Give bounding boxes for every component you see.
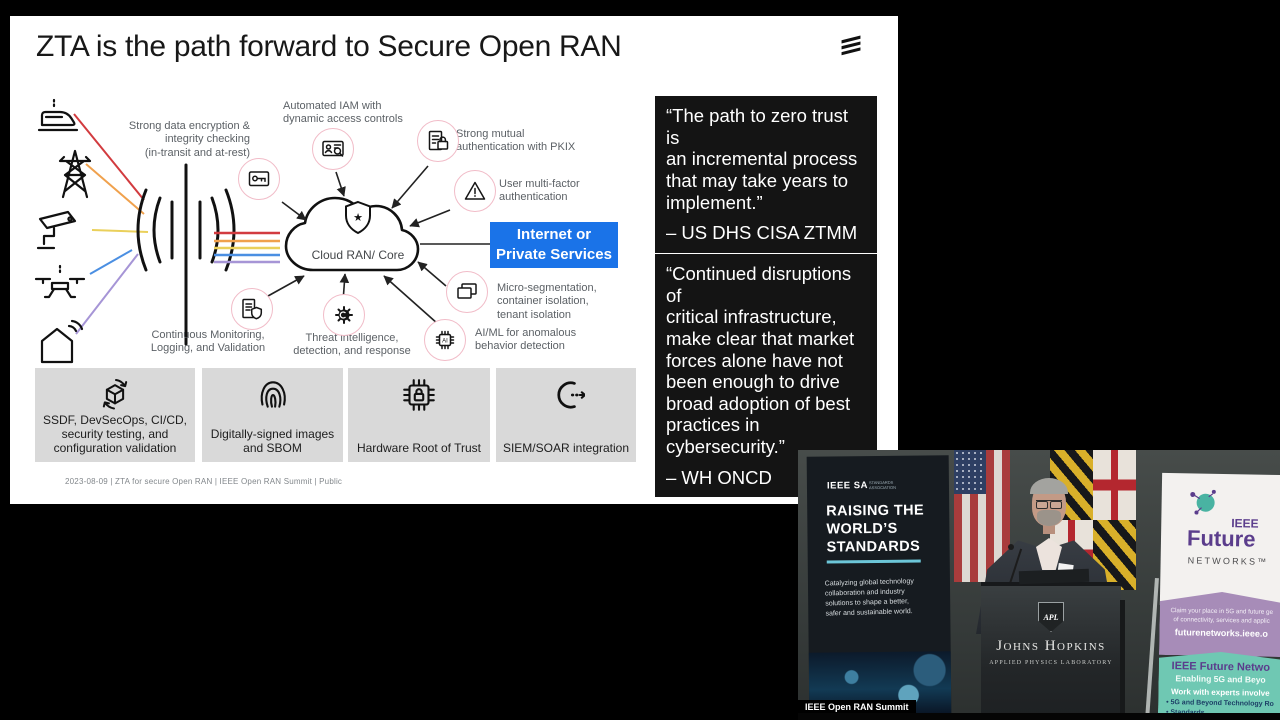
pillar-signed-images: Digitally-signed images and SBOM [202, 368, 343, 462]
banner-body-text: Catalyzing global technology collaborati… [824, 578, 914, 618]
speaker-glasses [1036, 500, 1062, 509]
label-aiml: AI/ML for anomalous behavior detection [475, 327, 577, 353]
shield-star-icon: ★ [353, 211, 363, 224]
banner-purple-band: Claim your place in 5G and future ge of … [1159, 591, 1280, 657]
ieee-sa-logo: IEEE SA [826, 480, 869, 492]
diagram-arrows [267, 165, 451, 325]
microphone-head [1008, 544, 1014, 550]
fn-heading: IEEE Future Netwo [1171, 660, 1271, 674]
us-flag [954, 450, 1010, 582]
container-windows-icon [446, 271, 488, 313]
pillar-hw-root-of-trust: Hardware Root of Trust [348, 368, 490, 462]
fn-url: futurenetworks.ieee.o [1174, 627, 1268, 639]
train-icon [37, 98, 79, 132]
podium-org-subtitle: APPLIED PHYSICS LABORATORY [989, 660, 1113, 666]
warning-triangle-icon [454, 170, 496, 212]
label-mfa: User multi-factor authentication [499, 178, 580, 204]
internet-private-services-box: Internet or Private Services [490, 222, 618, 268]
video-bottom-bar [798, 713, 1280, 720]
slide-title: ZTA is the path forward to Secure Open R… [36, 30, 622, 63]
identity-card-icon [312, 128, 354, 170]
label-monitoring: Continuous Monitoring, Logging, and Vali… [150, 329, 266, 355]
quote-attribution: – WH ONCD [666, 466, 772, 488]
pillar-ssdf: SSDF, DevSecOps, CI/CD, security testing… [35, 368, 195, 462]
ieee-future-networks-banner: IEEE Future NETWORKS™ Claim your place i… [1158, 472, 1280, 720]
apl-shield-logo: APL [1038, 602, 1064, 632]
label-iam: Automated IAM with dynamic access contro… [283, 100, 403, 126]
package-cycle-icon [102, 379, 128, 410]
fn-networks-text: NETWORKS™ [1187, 555, 1269, 567]
mic-stand-rod [1120, 600, 1125, 720]
cloud-ran-core-label: Cloud RAN/ Core [311, 248, 405, 262]
banner-headline: RAISING THE WORLD’S STANDARDS [826, 502, 925, 556]
ai-chip-icon: AI [424, 319, 466, 361]
ieee-sa-banner: IEEE SA STANDARDS ASSOCIATION RAISING TH… [806, 455, 952, 715]
ieee-sa-logo-subtext: STANDARDS ASSOCIATION [868, 479, 897, 490]
speaker-video-feed: IEEE SA STANDARDS ASSOCIATION RAISING TH… [798, 450, 1280, 720]
fn-tagline: Claim your place in 5G and future ge of … [1170, 607, 1274, 625]
presentation-slide: ZTA is the path forward to Secure Open R… [10, 16, 898, 504]
label-threat: Threat intelligence, detection, and resp… [293, 332, 411, 358]
event-watermark: IEEE Open RAN Summit [798, 700, 916, 715]
pillar-label: SSDF, DevSecOps, CI/CD, security testing… [42, 412, 188, 455]
label-encryption: Strong data encryption & integrity check… [128, 120, 250, 159]
pillar-label: SIEM/SOAR integration [502, 440, 630, 455]
speaker-beard [1037, 510, 1061, 526]
shield-icon: ★ [345, 200, 371, 235]
ericsson-logo-icon [841, 35, 861, 56]
quote-text: “Continued disruptions of critical infra… [666, 263, 855, 458]
maryland-flag-quarter [1093, 450, 1136, 520]
fingerprint-icon [260, 381, 286, 408]
integration-arrow-icon [557, 381, 585, 409]
banner-stand-highlight [1145, 578, 1159, 720]
slide-footer: 2023-08-09 | ZTA for secure Open RAN | I… [65, 477, 343, 486]
power-tower-icon [58, 149, 92, 199]
document-lock-icon [417, 120, 459, 162]
svg-text:AI: AI [442, 339, 448, 345]
smart-home-icon [40, 319, 84, 364]
device-fan-lines [73, 113, 149, 335]
us-flag-canton [954, 450, 986, 494]
quote-cisa: “The path to zero trust is an incrementa… [655, 96, 877, 253]
drone-icon [34, 264, 86, 299]
laptop [1018, 568, 1090, 585]
label-pkix: Strong mutual authentication with PKIX [456, 128, 576, 154]
future-networks-globe-icon [1190, 489, 1216, 515]
podium: APL Johns Hopkins APPLIED PHYSICS LABORA… [981, 568, 1121, 720]
label-microseg: Micro-segmentation, container isolation,… [497, 282, 597, 321]
pillar-label: Digitally-signed images and SBOM [210, 426, 335, 455]
pillar-siem-soar: SIEM/SOAR integration [496, 368, 636, 462]
cloud-ran-core-shape: ★ [284, 196, 420, 272]
zta-diagram-canvas: ★ [34, 98, 490, 364]
radio-antenna-icon [136, 163, 236, 346]
fronthaul-lines [214, 231, 280, 264]
document-shield-icon [231, 288, 273, 330]
pillar-label: Hardware Root of Trust [356, 440, 482, 455]
fn-future-text: Future [1186, 525, 1256, 552]
speaker-hair [1030, 478, 1068, 494]
secure-chip-icon [403, 379, 435, 411]
quote-text: “The path to zero trust is an incrementa… [666, 105, 858, 213]
quote-attribution: – US DHS CISA ZTMM [666, 222, 858, 244]
podium-org-name: Johns Hopkins [996, 638, 1106, 654]
fn-body: Work with experts involve [1170, 687, 1270, 698]
fn-subheading: Enabling 5G and Beyo [1175, 673, 1266, 685]
banner-teal-band: IEEE Future Netwo Enabling 5G and Beyo W… [1158, 651, 1280, 720]
banner-logo-section: IEEE Future NETWORKS™ [1159, 472, 1280, 608]
threat-virus-icon [323, 294, 365, 336]
cctv-camera-icon [36, 210, 77, 250]
key-access-icon [238, 158, 280, 200]
banner-accent-line [826, 559, 921, 564]
